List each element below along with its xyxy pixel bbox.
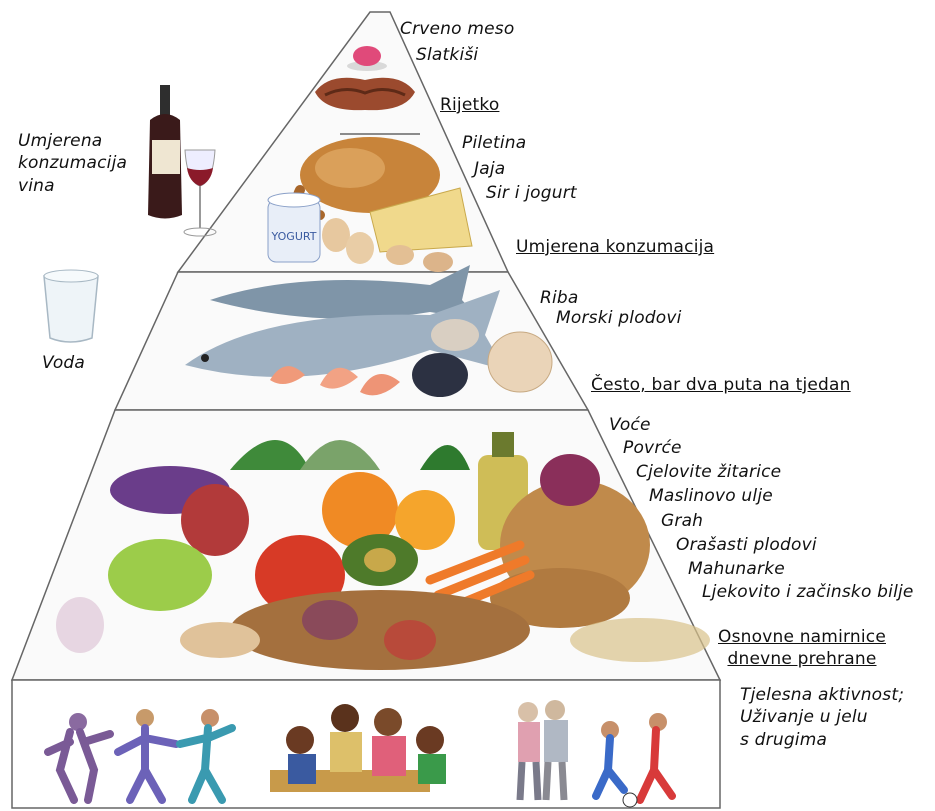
sweets-meat-illustration xyxy=(315,46,415,111)
base-tier-item-olive-oil: Maslinovo ulje xyxy=(649,486,773,506)
water-label: Voda xyxy=(42,353,86,373)
base-tier-frequency: Osnovne namirnice dnevne prehrane xyxy=(718,627,886,670)
water-glass-icon xyxy=(43,269,99,343)
activity-label: Tjelesna aktivnost; Uživanje u jelu s dr… xyxy=(740,685,905,750)
fish-tier-frequency: Često, bar dva puta na tjedan xyxy=(591,375,851,395)
base-tier-item-nuts: Orašasti plodovi xyxy=(676,535,817,555)
base-tier-item-legumes: Mahunarke xyxy=(688,559,785,579)
dairy-tier-frequency: Umjerena konzumacija xyxy=(516,237,715,257)
dairy-tier-item-cheese-yogurt: Sir i jogurt xyxy=(486,183,577,203)
poultry-dairy-illustration: YOGURT xyxy=(267,137,473,272)
wine-label: Umjerena konzumacija vina xyxy=(18,131,128,196)
top-tier-item-red-meat: Crveno meso xyxy=(400,19,515,39)
dairy-tier-item-eggs: Jaja xyxy=(474,159,506,179)
produce-grains-illustration xyxy=(56,432,710,670)
fish-tier-item-fish: Riba xyxy=(540,288,579,308)
top-tier-item-sweets: Slatkiši xyxy=(416,45,479,65)
svg-text:YOGURT: YOGURT xyxy=(271,230,317,243)
base-tier-item-vegetables: Povrće xyxy=(623,438,682,458)
base-tier-item-beans: Grah xyxy=(661,511,704,531)
fish-seafood-illustration xyxy=(185,265,553,397)
people-activity-illustration xyxy=(44,700,676,808)
top-tier-frequency: Rijetko xyxy=(440,95,500,115)
wine-bottle-icon xyxy=(148,85,217,237)
base-tier-item-whole-grains: Cjelovite žitarice xyxy=(636,462,782,482)
base-tier-item-herbs-spices: Ljekovito i začinsko bilje xyxy=(702,582,914,602)
fish-tier-item-seafood: Morski plodovi xyxy=(556,308,682,328)
base-tier-item-fruit: Voće xyxy=(609,415,651,435)
dairy-tier-item-chicken: Piletina xyxy=(462,133,527,153)
